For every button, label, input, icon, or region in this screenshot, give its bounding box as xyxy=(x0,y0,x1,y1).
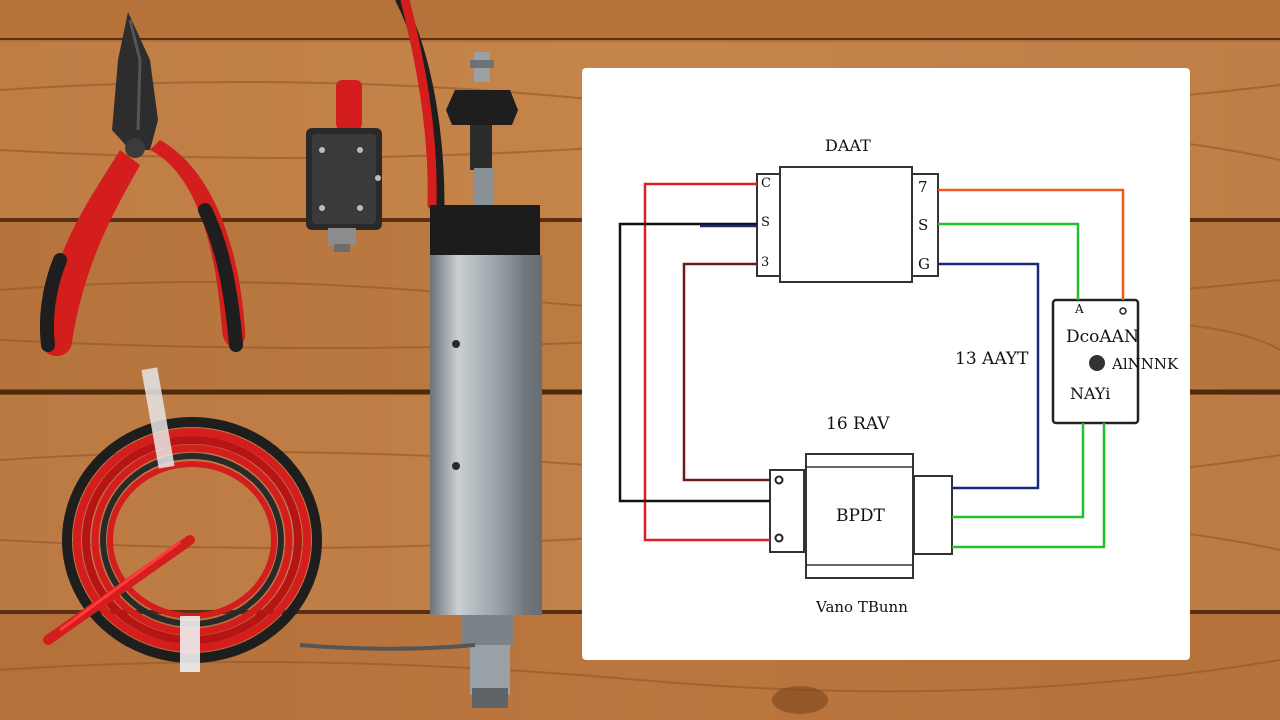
top-right-pin-3: G xyxy=(918,255,930,273)
right-block-pin-a: A xyxy=(1075,302,1084,316)
bottom-block-right-terminal xyxy=(913,475,953,555)
bottom-block xyxy=(805,453,914,579)
diagram-wires xyxy=(618,182,1125,549)
top-block-title: DAAT xyxy=(825,136,871,155)
wiring-diagram-card xyxy=(582,68,1190,660)
wire-coil-icon xyxy=(43,367,476,672)
top-right-pin-2: S xyxy=(918,216,929,234)
bottom-block-label: BPDT xyxy=(836,506,885,526)
top-right-pin-1: 7 xyxy=(918,178,928,196)
right-block-line-2: AlNNNK xyxy=(1112,355,1179,373)
linear-actuator-icon xyxy=(430,52,542,708)
toggle-switch-icon xyxy=(306,80,382,252)
pliers-icon xyxy=(39,12,246,357)
top-left-pin-3: 3 xyxy=(761,255,770,270)
footer-label: Vano TBunn xyxy=(816,598,908,616)
right-block-line-3: NAYi xyxy=(1070,384,1111,403)
bottom-block-title: 16 RAV xyxy=(826,414,890,434)
actuator-wires xyxy=(395,0,445,210)
right-block-line-1: DcoAAN xyxy=(1066,327,1139,347)
top-left-pin-2: S xyxy=(761,215,770,230)
top-block xyxy=(779,166,913,283)
voltage-label: 13 AAYT xyxy=(955,349,1029,369)
top-left-pin-1: C xyxy=(761,176,771,191)
